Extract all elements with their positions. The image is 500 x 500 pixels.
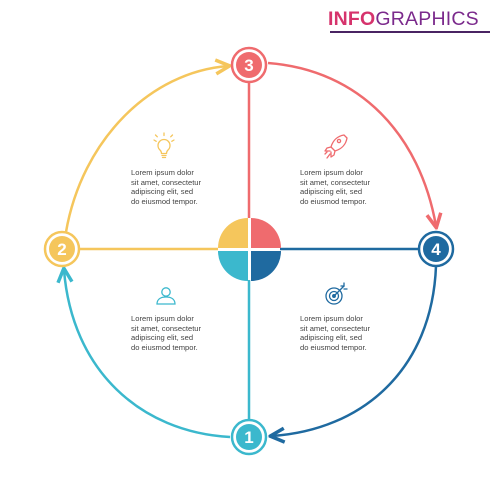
center-pie (218, 218, 281, 281)
quadrant-red (251, 218, 281, 248)
step-4-line-2: sit amet, consectetur (300, 323, 371, 333)
step-4-number: 4 (431, 240, 441, 259)
arc-2-to-3 (64, 66, 228, 233)
step-2-description: Lorem ipsum dolor sit amet, consectetur … (131, 168, 241, 206)
step-2-line-4: do eiusmod tempor. (131, 196, 198, 206)
step-4-line-1: Lorem ipsum dolor (300, 314, 363, 323)
step-4-line-3: adipiscing elit, sed (300, 333, 363, 342)
step-3-line-4: do eiusmod tempor. (300, 196, 367, 206)
step-2-line-1: Lorem ipsum dolor (131, 168, 194, 177)
arc-3-to-4 (267, 61, 436, 226)
step-2-line-3: adipiscing elit, sed (131, 187, 194, 196)
user-icon (156, 287, 176, 305)
step-1-line-4: do eiusmod tempor. (131, 342, 198, 352)
title-bold: INFO (328, 8, 376, 30)
step-1-number: 1 (244, 428, 253, 447)
step-2-line-2: sit amet, consectetur (131, 177, 202, 187)
step-2-number: 2 (57, 240, 66, 259)
lightbulb-icon (153, 132, 175, 159)
step-4-line-4: do eiusmod tempor. (300, 342, 367, 352)
step-2-node: 2 (43, 230, 81, 268)
step-3-description: Lorem ipsum dolor sit amet, consectetur … (300, 168, 410, 206)
step-4-description: Lorem ipsum dolor sit amet, consectetur … (300, 314, 410, 352)
quadrant-cyan (218, 251, 248, 281)
step-1-line-3: adipiscing elit, sed (131, 333, 194, 342)
rocket-icon (324, 134, 348, 159)
step-1-description: Lorem ipsum dolor sit amet, consectetur … (131, 314, 241, 352)
step-3-line-2: sit amet, consectetur (300, 177, 371, 187)
arc-1-to-2 (64, 270, 231, 439)
step-1-line-1: Lorem ipsum dolor (131, 314, 194, 323)
step-3-number: 3 (244, 56, 253, 75)
title-underline (330, 31, 490, 33)
step-4-node: 4 (417, 230, 455, 268)
infographics-title: INFOGRAPHICS (328, 8, 479, 31)
quadrant-yellow (218, 218, 248, 248)
target-icon (325, 282, 348, 305)
step-3-line-1: Lorem ipsum dolor (300, 168, 363, 177)
step-1-node: 1 (230, 418, 268, 456)
title-light: GRAPHICS (375, 8, 479, 30)
step-1-line-2: sit amet, consectetur (131, 323, 202, 333)
step-3-line-3: adipiscing elit, sed (300, 187, 363, 196)
arc-4-to-1 (272, 265, 438, 436)
step-3-node: 3 (230, 46, 268, 84)
quadrant-blue (251, 251, 281, 281)
